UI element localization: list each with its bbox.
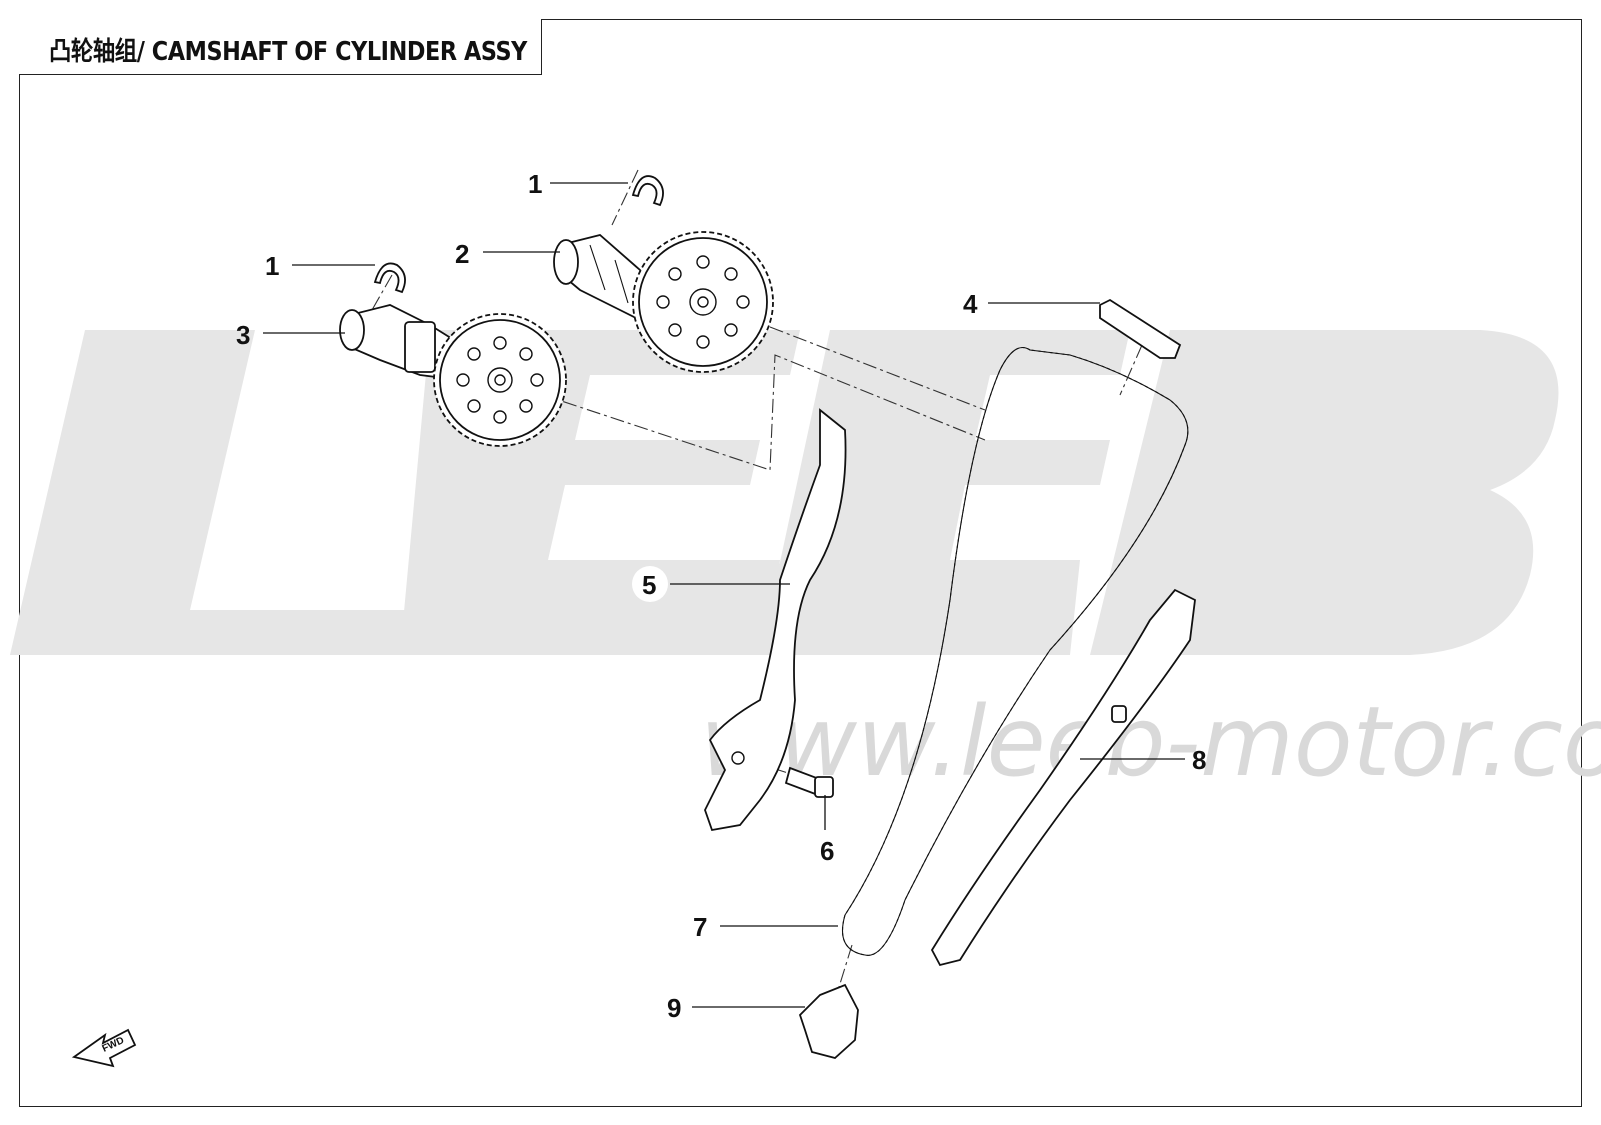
sprocket-upper: [632, 231, 774, 373]
callout-5: 5: [642, 570, 656, 600]
camshaft-intake: [339, 304, 567, 447]
pivot-bolt: [784, 766, 834, 798]
circlip-top: [631, 175, 664, 207]
chain-guide: [930, 588, 1196, 967]
tensioner-pivot-hole: [731, 751, 745, 765]
callout-1-top: 1: [528, 169, 542, 199]
crank-sprocket: [798, 983, 859, 1059]
watermark-url: www.leeb-motor.com: [700, 686, 1601, 798]
callout-5-badge: [632, 566, 668, 602]
timing-chain: [841, 346, 1189, 956]
camshaft-exhaust: [553, 231, 774, 373]
callout-7: 7: [693, 912, 707, 942]
fwd-arrow-icon: [71, 1028, 137, 1068]
callout-6: 6: [820, 836, 834, 866]
page-title: 凸轮轴组/ CAMSHAFT OF CYLINDER ASSY: [49, 37, 527, 67]
title-box: 凸轮轴组/ CAMSHAFT OF CYLINDER ASSY: [19, 19, 542, 75]
chain-guide-top: [1099, 298, 1182, 359]
drawing-frame: [19, 19, 1582, 1107]
circlip-left: [373, 262, 406, 294]
sprocket-lower: [433, 313, 567, 447]
callout-8: 8: [1192, 745, 1206, 775]
callout-4: 4: [963, 289, 978, 319]
chain-tensioner-arm: [704, 408, 847, 832]
callout-1-left: 1: [265, 251, 279, 281]
callout-2: 2: [455, 239, 469, 269]
chain-guide-stud: [1111, 705, 1127, 723]
callout-9: 9: [667, 993, 681, 1023]
callout-3: 3: [236, 320, 250, 350]
